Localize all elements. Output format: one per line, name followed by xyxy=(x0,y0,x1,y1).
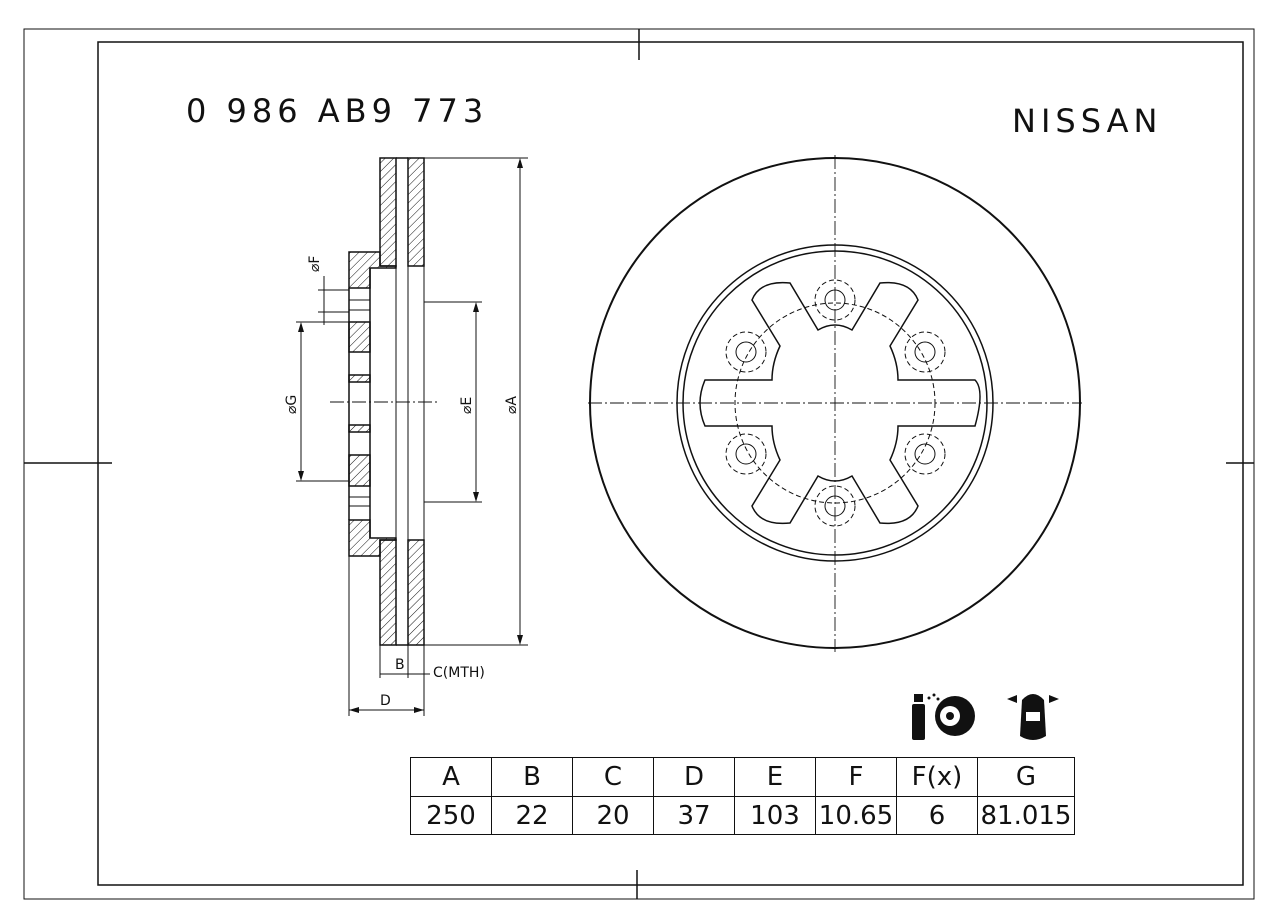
dim-label-c: C(MTH) xyxy=(433,665,485,681)
hatched-sections xyxy=(348,157,425,646)
bolt-holes xyxy=(725,279,946,527)
spec-header-fx: F(x) xyxy=(896,757,978,797)
spec-header-d: D xyxy=(653,757,735,797)
dim-label-e: ⌀E xyxy=(459,397,475,414)
spec-header-e: E xyxy=(734,757,816,797)
spec-value-g: 81.015 xyxy=(977,796,1075,835)
dim-label-a: ⌀A xyxy=(504,396,520,414)
dim-label-b: B xyxy=(395,657,405,673)
spec-table: A B C D E F F(x) G 250 22 20 37 103 10.6… xyxy=(410,757,1075,835)
spec-value-b: 22 xyxy=(491,796,573,835)
spec-value-e: 103 xyxy=(734,796,816,835)
spec-header-b: B xyxy=(491,757,573,797)
dim-label-d: D xyxy=(380,693,391,709)
spec-header-f: F xyxy=(815,757,897,797)
part-number: 0 986 AB9 773 xyxy=(186,92,489,130)
dim-label-f: ⌀F xyxy=(307,256,323,272)
spec-value-fx: 6 xyxy=(896,796,978,835)
spec-header-a: A xyxy=(410,757,492,797)
brand-name: NISSAN xyxy=(1012,102,1163,140)
spec-header-c: C xyxy=(572,757,654,797)
dim-label-g: ⌀G xyxy=(284,395,300,414)
section-view xyxy=(330,157,440,646)
spec-value-a: 250 xyxy=(410,796,492,835)
front-view xyxy=(588,155,1082,652)
spec-table-value-row: 250 22 20 37 103 10.65 6 81.015 xyxy=(410,796,1075,835)
spec-value-f: 10.65 xyxy=(815,796,897,835)
drawing-frame xyxy=(23,28,1255,900)
spec-table-header-row: A B C D E F F(x) G xyxy=(410,757,1075,797)
section-dimensions xyxy=(296,157,528,716)
hub-cutout xyxy=(699,281,981,525)
spec-value-c: 20 xyxy=(572,796,654,835)
car-axle-icon xyxy=(1007,694,1059,740)
spec-header-g: G xyxy=(977,757,1075,797)
spray-disc-icon xyxy=(912,693,975,740)
spec-value-d: 37 xyxy=(653,796,735,835)
